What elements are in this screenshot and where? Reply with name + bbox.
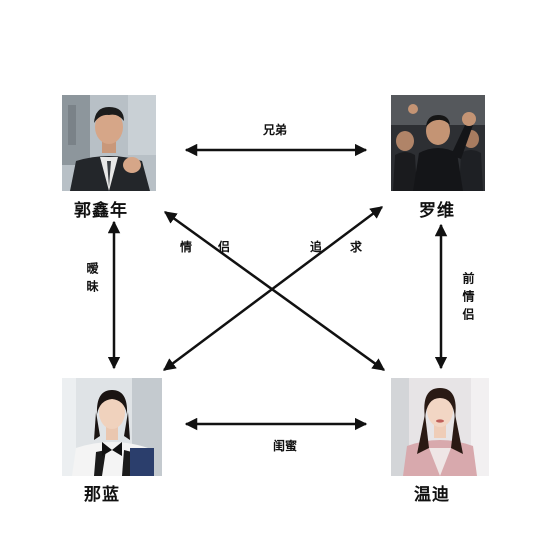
- photo-guo: [62, 95, 156, 191]
- label-luo-wen: 前情侣: [461, 272, 475, 326]
- label-na-luo-1: 追: [310, 240, 323, 254]
- label-guo-na: 暧昧: [85, 262, 99, 298]
- name-wen: 温迪: [414, 485, 450, 505]
- label-na-wen: 闺蜜: [273, 439, 298, 453]
- photo-luo: [391, 95, 485, 191]
- name-luo: 罗维: [419, 201, 455, 221]
- label-na-luo-2: 求: [350, 240, 363, 254]
- arrow-guo-wen: [163, 210, 386, 372]
- name-guo: 郭鑫年: [74, 201, 128, 221]
- arrow-na-luo: [162, 205, 384, 372]
- photo-na: [62, 378, 162, 476]
- photo-wen: [391, 378, 489, 476]
- label-guo-wen-2: 侣: [218, 240, 231, 254]
- name-na: 那蓝: [84, 485, 120, 505]
- label-guo-luo: 兄弟: [263, 123, 288, 137]
- label-guo-wen-1: 情: [180, 240, 193, 254]
